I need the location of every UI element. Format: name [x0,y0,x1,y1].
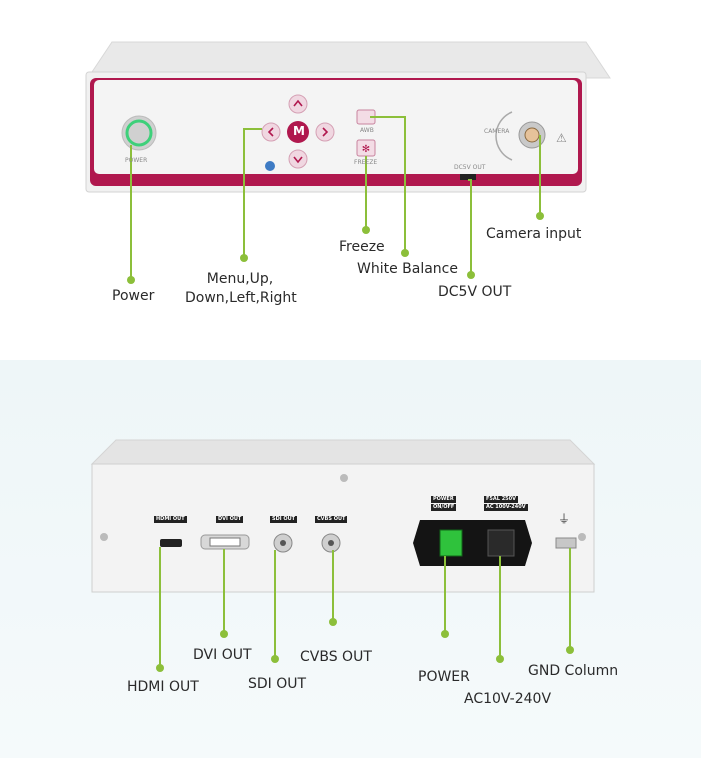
power-key-text: POWER [125,157,148,164]
dc5v-port [460,174,476,180]
left-button[interactable] [261,122,281,142]
label-menu-line2: Down,Left,Right [185,290,297,306]
label-hdmi-out: HDMI OUT [127,679,199,695]
hdmi-port [160,539,182,547]
callout-dot [496,655,504,663]
label-camera-input: Camera input [486,226,582,242]
ac-inlet [487,529,515,557]
label-power-rear: POWER [418,669,470,685]
chevron-right-icon [322,127,329,137]
callout-dot [441,630,449,638]
down-button[interactable] [288,149,308,169]
callout-dot [220,630,228,638]
callout-dot [329,618,337,626]
label-menu-line1: Menu,Up, [206,271,274,287]
warning-icon: ⚠ [556,131,567,145]
camera-pins [524,127,540,143]
ground-icon: ⏚ [558,512,570,526]
dc5v-port-text: DC5V OUT [454,164,486,171]
cvbs-port-text: CVBS OUT [315,516,348,523]
hdmi-port-text: HDMI OUT [154,516,187,523]
awb-key-text: AWB [360,127,374,134]
screw-icon [100,533,108,541]
label-dvi-out: DVI OUT [193,647,252,663]
chevron-left-icon [267,127,274,137]
power-switch-text-1: POWER [431,496,456,503]
chevron-up-icon [293,99,303,107]
callout-dot [156,664,164,672]
screw-icon [340,474,348,482]
callout-dot [467,271,475,279]
right-button[interactable] [315,122,335,142]
fuse-text-1: F5AL 250V [484,496,518,503]
callout-dot [401,249,409,257]
label-cvbs-out: CVBS OUT [300,649,372,665]
front-faceplate [94,80,578,174]
label-ac-range: AC10V-240V [464,691,552,707]
callout-dot [127,276,135,284]
screw-icon [578,533,586,541]
camera-port-arc [495,111,513,161]
power-rocker-switch[interactable] [439,529,463,557]
dvi-pins [209,537,241,547]
callout-dot [362,226,370,234]
up-button[interactable] [288,94,308,114]
camera-port-text: CAMERA [484,128,510,135]
label-freeze: Freeze [339,239,385,255]
label-white-balance: White Balance [357,261,458,277]
sdi-port-text: SDI OUT [270,516,298,523]
fuse-text-2: AC 100V-240V [484,504,528,511]
freeze-key-text: FREEZE [354,159,378,166]
cvbs-pin [328,540,334,546]
callout-dot [271,655,279,663]
label-power: Power [112,288,155,304]
menu-key-text: M [293,124,305,138]
gnd-column [555,537,577,549]
rear-device-top [90,439,596,465]
callout-dot [240,254,248,262]
power-switch-text-2: ON/OFF [431,504,457,511]
label-gnd-column: GND Column [528,663,619,679]
label-dc5v-out: DC5V OUT [438,284,512,300]
chevron-down-icon [293,156,303,164]
rear-panel-device: ⏚ [90,439,596,672]
menu-button[interactable] [287,121,309,143]
dvi-port-text: DVI OUT [216,516,244,523]
callout-dot [566,646,574,654]
callout-dot [536,212,544,220]
label-sdi-out: SDI OUT [248,676,307,692]
snowflake-icon: ✻ [362,144,370,155]
power-led-ring [125,119,153,147]
front-panel-device: ✻ ⚠ [85,41,611,284]
brightness-icon [265,161,275,171]
sdi-pin [280,540,286,546]
